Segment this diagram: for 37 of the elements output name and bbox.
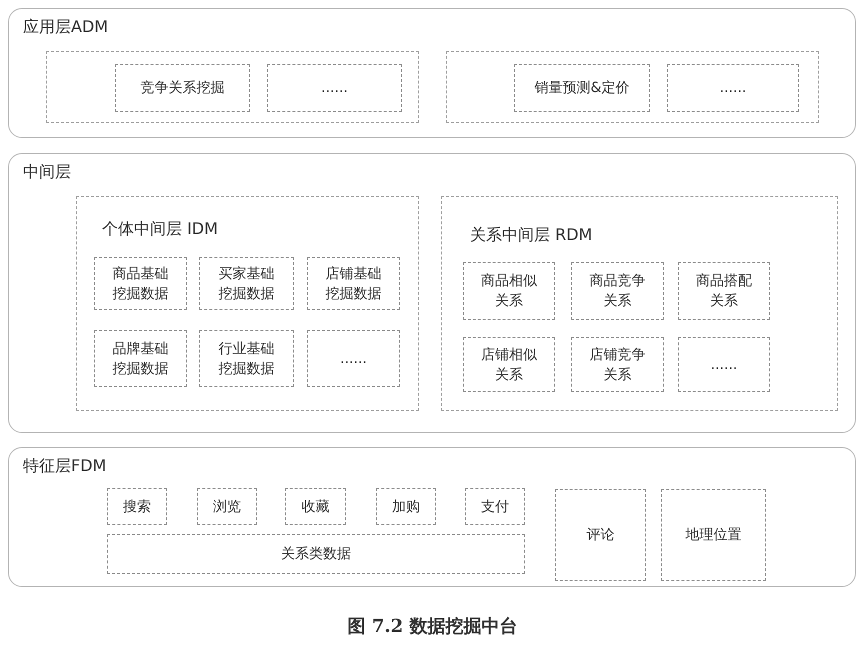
item-box: 买家基础挖掘数据 — [199, 257, 294, 310]
layer-panel — [8, 8, 856, 138]
group-panel — [76, 196, 419, 411]
item-box: ...... — [678, 337, 770, 392]
item-box: 商品搭配关系 — [678, 262, 770, 320]
item-box: 支付 — [465, 488, 525, 525]
layer-title: 关系中间层 RDM — [470, 225, 592, 246]
item-box: 销量预测&定价 — [514, 64, 650, 112]
group-panel — [46, 51, 419, 123]
layer-title: 特征层FDM — [23, 456, 106, 477]
item-box: 商品相似关系 — [463, 262, 555, 320]
item-box: 商品基础挖掘数据 — [94, 257, 187, 310]
item-box: 搜索 — [107, 488, 167, 525]
item-box: ...... — [267, 64, 402, 112]
item-box: 店铺竞争关系 — [571, 337, 664, 392]
item-box: 竞争关系挖掘 — [115, 64, 250, 112]
item-box: 店铺相似关系 — [463, 337, 555, 392]
item-box: 商品竞争关系 — [571, 262, 664, 320]
layer-panel — [8, 153, 856, 433]
layer-title: 个体中间层 IDM — [102, 219, 218, 240]
item-box: 评论 — [555, 489, 646, 581]
item-box: 店铺基础挖掘数据 — [307, 257, 400, 310]
item-box: 品牌基础挖掘数据 — [94, 330, 187, 387]
group-panel — [441, 196, 838, 411]
item-box: 加购 — [376, 488, 436, 525]
item-box: 浏览 — [197, 488, 257, 525]
item-box: 关系类数据 — [107, 534, 525, 574]
item-box: ...... — [667, 64, 799, 112]
layer-title: 中间层 — [23, 162, 71, 183]
item-box: 行业基础挖掘数据 — [199, 330, 294, 387]
layer-panel — [8, 447, 856, 587]
item-box: 收藏 — [285, 488, 346, 525]
item-box: 地理位置 — [661, 489, 766, 581]
figure-caption: 图 7.2 数据挖掘中台 — [348, 616, 518, 637]
item-box: ...... — [307, 330, 400, 387]
group-panel — [446, 51, 819, 123]
layer-title: 应用层ADM — [23, 17, 108, 38]
